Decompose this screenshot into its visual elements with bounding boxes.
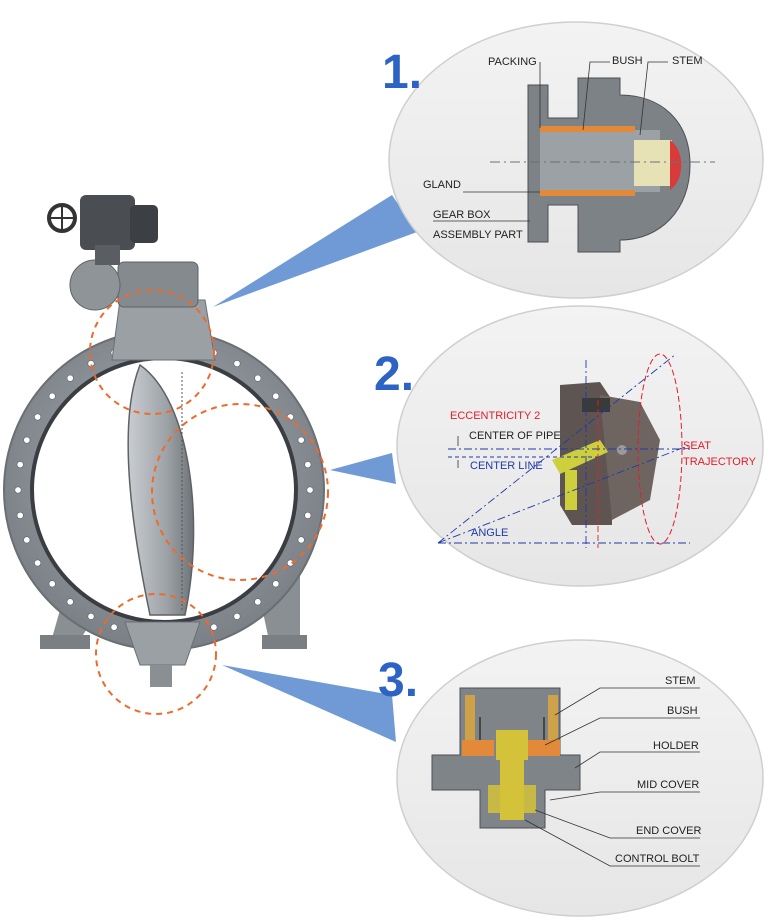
bolt-hole bbox=[272, 392, 280, 400]
bolt-hole bbox=[254, 598, 262, 606]
detail-panel-3: 3. STEM BUSH HOLDER MID COVER END COVER … bbox=[378, 639, 764, 917]
bolt-hole bbox=[16, 511, 24, 519]
label-end-cover: END COVER bbox=[636, 825, 701, 837]
detail-panel-2: 2. ECCENTRICITY 2 CENTER OF PIPE CENTER … bbox=[374, 305, 764, 587]
valve-disc bbox=[127, 363, 195, 616]
bolt-hole bbox=[66, 598, 74, 606]
bolt-hole bbox=[110, 623, 118, 631]
panel-number-2: 2. bbox=[374, 348, 414, 401]
bolt-hole bbox=[304, 511, 312, 519]
bolt-hole bbox=[87, 612, 95, 620]
highlight-circle-2 bbox=[151, 403, 329, 581]
label-angle: ANGLE bbox=[471, 527, 508, 539]
bolt-hole bbox=[48, 580, 56, 588]
handwheel-icon bbox=[47, 203, 77, 233]
panel-number-3: 3. bbox=[378, 654, 418, 707]
label-assembly-part: ASSEMBLY PART bbox=[433, 229, 523, 241]
bolt-hole bbox=[306, 486, 314, 494]
bolt-hole bbox=[210, 623, 218, 631]
stem-packing-drawing bbox=[490, 77, 715, 253]
label-center-of-pipe: CENTER OF PIPE bbox=[469, 430, 561, 442]
highlight-circle-3 bbox=[95, 593, 217, 715]
highlight-circle-1 bbox=[89, 289, 215, 415]
label-bush-3: BUSH bbox=[667, 705, 698, 717]
label-stem-3: STEM bbox=[665, 675, 696, 687]
seat-trajectory-drawing bbox=[552, 382, 660, 525]
callout-wedge-3 bbox=[222, 665, 396, 742]
label-seat: SEAT bbox=[683, 440, 711, 452]
label-stem: STEM bbox=[672, 55, 703, 67]
actuator-icon bbox=[80, 195, 158, 265]
bolt-hole bbox=[297, 436, 305, 444]
bolt-hole bbox=[23, 536, 31, 544]
bolt-hole bbox=[34, 413, 42, 421]
geometry-lines bbox=[437, 353, 691, 548]
bolt-hole bbox=[233, 612, 241, 620]
label-eccentricity: ECCENTRICITY 2 bbox=[450, 410, 540, 422]
bolt-hole bbox=[14, 486, 22, 494]
label-holder: HOLDER bbox=[653, 740, 699, 752]
callout-wedge-2 bbox=[330, 453, 396, 484]
bolt-hole bbox=[254, 374, 262, 382]
label-trajectory: TRAJECTORY bbox=[683, 456, 757, 468]
detail-panel-1: 1. PACKING BUSH STEM GLAND GEAR BOX ASSE… bbox=[382, 21, 764, 299]
butterfly-valve-icon bbox=[3, 195, 329, 715]
bolt-hole bbox=[16, 461, 24, 469]
panel-1-leaders bbox=[433, 61, 668, 222]
valve-neck bbox=[111, 299, 216, 361]
bolt-hole bbox=[272, 580, 280, 588]
label-center-line: CENTER LINE bbox=[470, 460, 543, 472]
control-bolt-drawing bbox=[431, 687, 581, 829]
label-gear-box: GEAR BOX bbox=[433, 209, 491, 221]
panel-number-1: 1. bbox=[382, 46, 422, 99]
bolt-hole bbox=[23, 436, 31, 444]
bolt-hole bbox=[233, 360, 241, 368]
label-mid-cover: MID COVER bbox=[637, 779, 699, 791]
label-packing: PACKING bbox=[488, 56, 537, 68]
label-gland: GLAND bbox=[423, 179, 461, 191]
gearbox bbox=[117, 261, 199, 308]
bolt-hole bbox=[297, 536, 305, 544]
bolt-hole bbox=[48, 392, 56, 400]
bolt-hole bbox=[304, 461, 312, 469]
label-control-bolt: CONTROL BOLT bbox=[615, 853, 700, 865]
bolt-hole bbox=[66, 374, 74, 382]
label-bush: BUSH bbox=[612, 55, 643, 67]
callout-wedge-1 bbox=[213, 195, 417, 307]
panel-3-leaders bbox=[524, 687, 700, 867]
bolt-hole bbox=[34, 559, 42, 567]
valve-bottom-neck bbox=[124, 621, 201, 666]
callout-wedges bbox=[213, 195, 417, 742]
